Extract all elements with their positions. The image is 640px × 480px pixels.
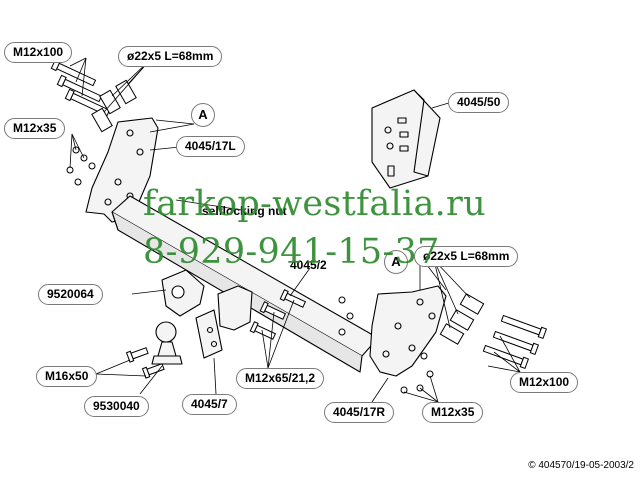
label-selflocking-nut: selflocking nut bbox=[202, 204, 287, 218]
label-part-9530040: 9530040 bbox=[84, 396, 149, 417]
label-bolt-m16x50: M16x50 bbox=[36, 366, 98, 387]
label-part-4045-17r: 4045/17R bbox=[324, 402, 395, 423]
right-bracket bbox=[369, 285, 447, 377]
label-spacer-top: ø22x5 L=68mm bbox=[118, 46, 223, 67]
label-spacer-right: ø22x5 L=68mm bbox=[414, 246, 519, 267]
label-part-4045-17l: 4045/17L bbox=[176, 136, 245, 157]
watermark-phone: 8-929-941-15-37 bbox=[143, 232, 440, 272]
label-bolt-m12x100-top: M12x100 bbox=[4, 42, 73, 63]
label-bolt-m12x65: M12x65/21,2 bbox=[236, 368, 325, 389]
copyright-note: © 404570/19-05-2003/2 bbox=[528, 460, 634, 471]
label-part-9520064: 9520064 bbox=[38, 284, 103, 305]
label-part-4045-2: 4045/2 bbox=[290, 258, 327, 272]
bolt-kit-box bbox=[371, 89, 441, 189]
marker-a-left: A bbox=[191, 103, 215, 127]
label-bolt-m12x35-right: M12x35 bbox=[422, 402, 484, 423]
watermark-site: farkop-westfalia.ru bbox=[143, 184, 486, 224]
left-bracket bbox=[85, 117, 159, 223]
socket-plate bbox=[217, 285, 253, 331]
marker-a-right: A bbox=[384, 250, 408, 274]
label-kit-4045-50: 4045/50 bbox=[448, 92, 510, 113]
label-bolt-m12x100-right: M12x100 bbox=[510, 372, 579, 393]
tow-ball bbox=[155, 321, 177, 343]
label-part-4045-7: 4045/7 bbox=[182, 394, 237, 415]
label-bolt-m12x35-left: M12x35 bbox=[4, 118, 66, 139]
